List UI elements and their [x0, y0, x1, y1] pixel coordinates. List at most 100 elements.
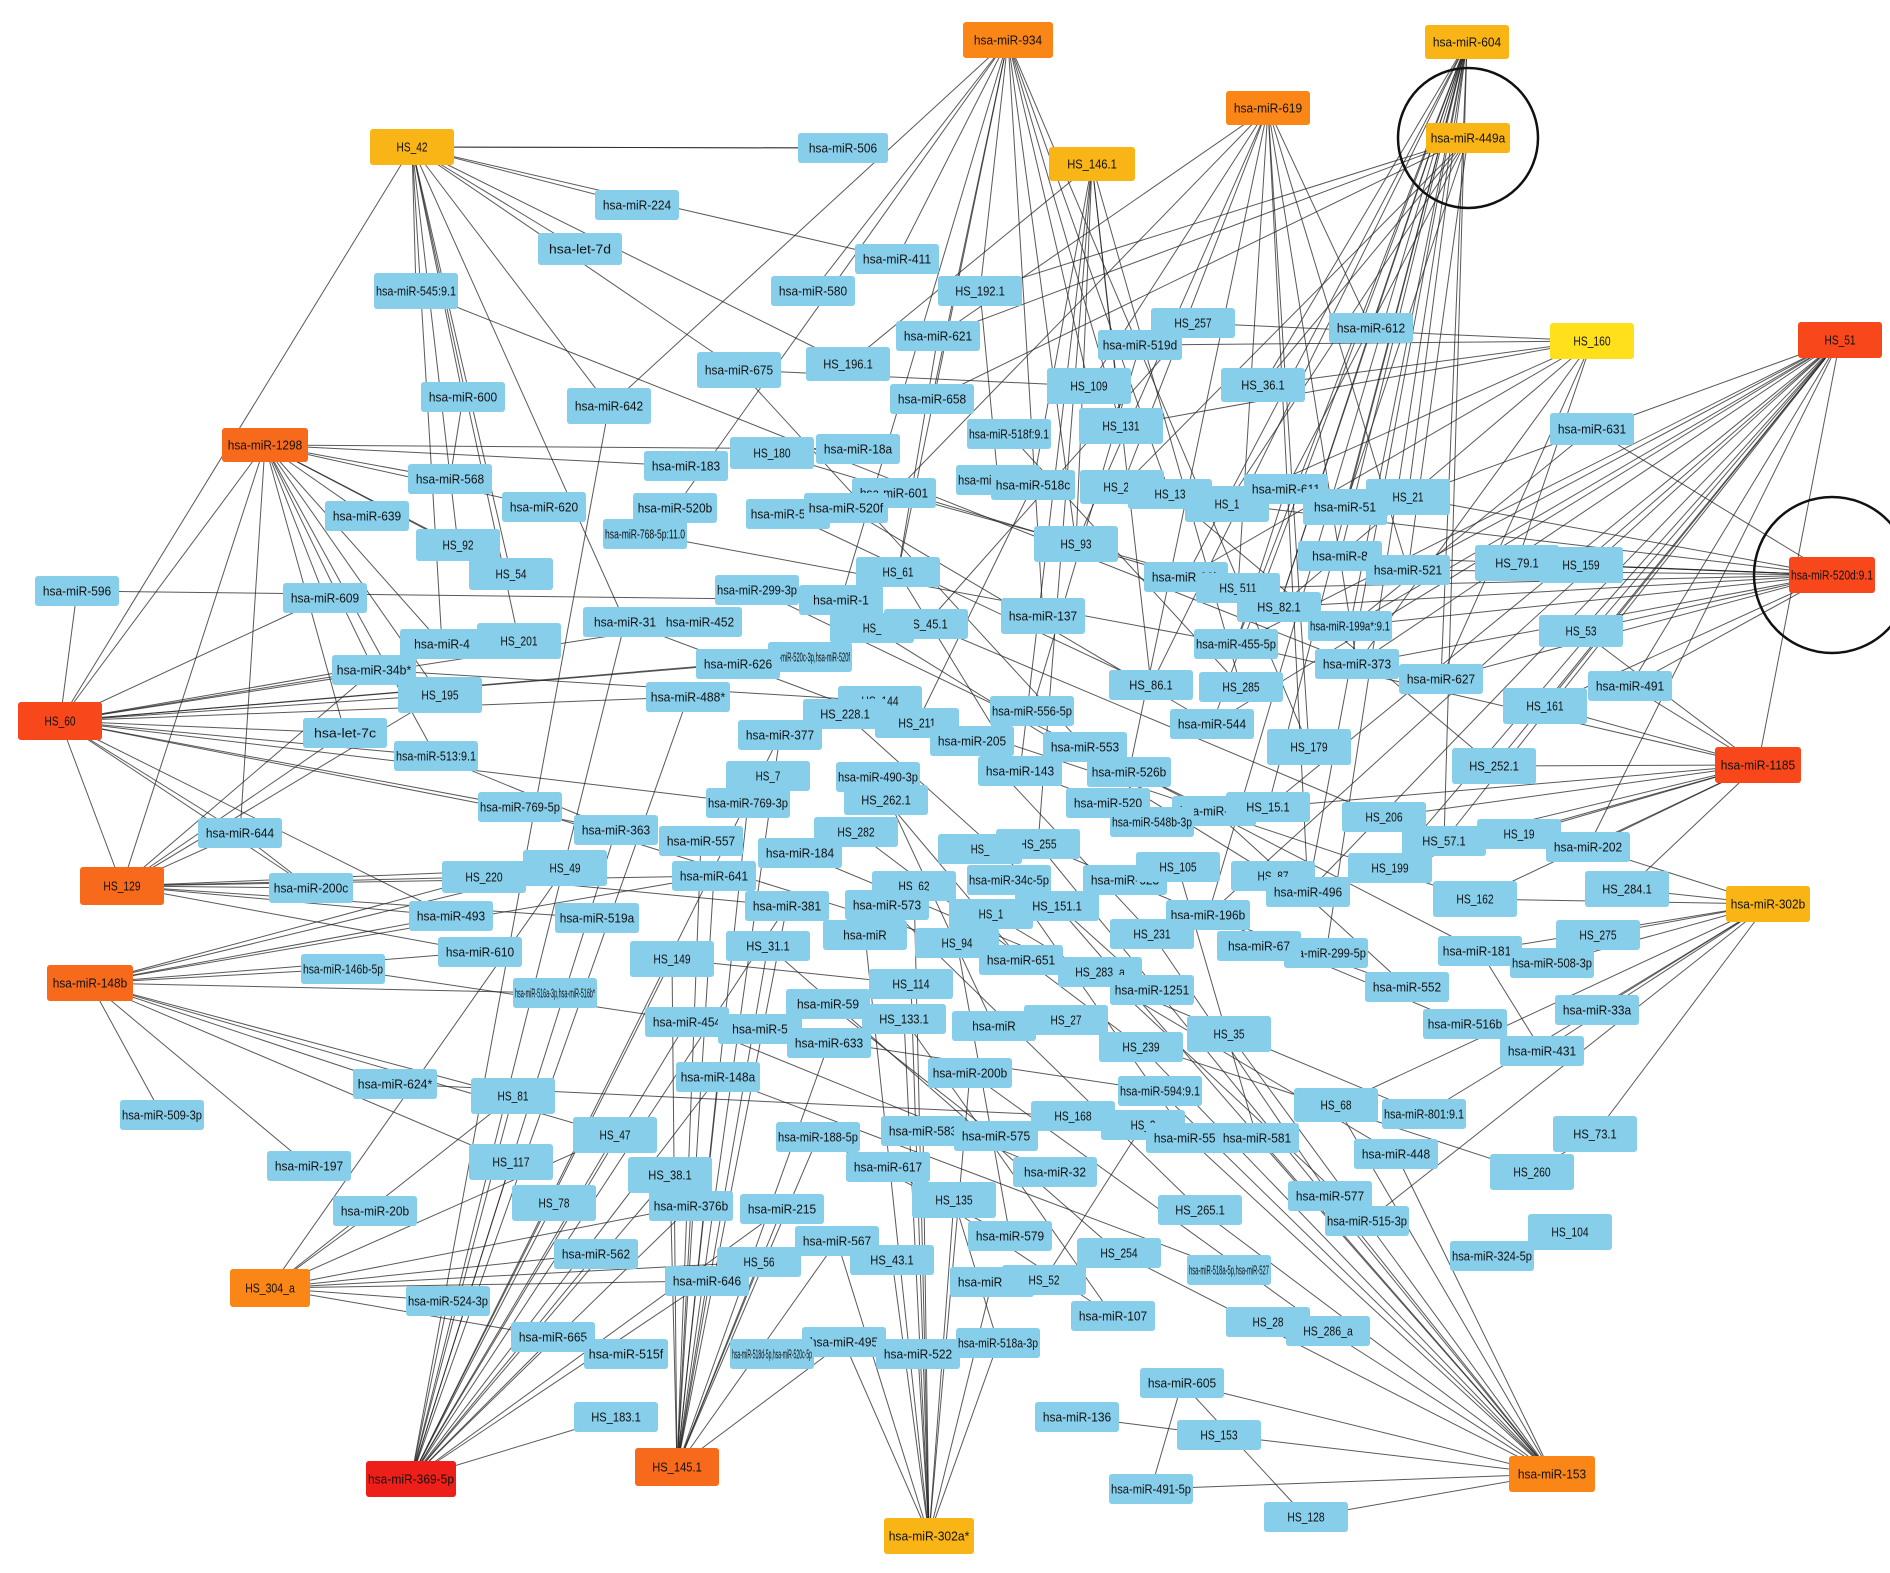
node-n91[interactable]: hsa-miR-526b [1087, 757, 1171, 787]
node-n50[interactable]: hsa-miR-596 [35, 576, 119, 606]
node-n180[interactable]: HS_38.1 [628, 1157, 712, 1193]
node-n132[interactable]: hsa-miR [823, 920, 907, 950]
node-n152[interactable]: hsa-miR-5 [718, 1014, 802, 1044]
node-n142[interactable]: hsa-miR-651 [979, 945, 1063, 975]
node-h3[interactable]: hsa-miR-619 [1226, 91, 1310, 125]
node-n210[interactable]: hsa-miR-495 [802, 1327, 886, 1357]
node-n192[interactable]: hsa-miR-567 [795, 1226, 879, 1256]
node-n92[interactable]: HS_252.1 [1452, 748, 1536, 784]
node-n51[interactable]: hsa-miR-299-3p [715, 575, 799, 605]
node-n4[interactable]: hsa-miR-411 [855, 244, 939, 274]
node-n120[interactable]: HS_199 [1348, 853, 1432, 883]
node-n14[interactable]: HS_109 [1047, 368, 1131, 404]
node-n39[interactable]: hsa-miR-639 [325, 501, 409, 531]
node-n18[interactable]: hsa-miR-658 [890, 384, 974, 414]
node-h10[interactable]: hsa-miR-520d:9.1 [1789, 557, 1875, 593]
node-h20[interactable]: hsa-miR-153 [1509, 1456, 1595, 1492]
node-n24[interactable]: hsa-miR-183 [644, 451, 728, 481]
node-n119[interactable]: hsa-miR-496 [1266, 877, 1350, 907]
node-n40[interactable]: hsa-miR-768-5p:11.0 [603, 519, 687, 549]
node-n13[interactable]: HS_196.1 [806, 347, 890, 381]
node-n44[interactable]: HS_54 [469, 558, 553, 590]
node-n204[interactable]: HS_52 [1002, 1265, 1086, 1295]
node-n17[interactable]: hsa-miR-642 [567, 388, 651, 424]
node-n67[interactable]: hsa-miR-34b* [332, 655, 416, 685]
node-n52[interactable]: hsa-miR-1 [799, 585, 883, 615]
node-n115[interactable]: hsa-miR-34c-5p [967, 865, 1051, 895]
node-n187[interactable]: hsa-miR-215 [740, 1194, 824, 1224]
node-n216[interactable]: hsa-miR-136 [1035, 1402, 1119, 1432]
node-n139[interactable]: hsa-miR-610 [438, 937, 522, 967]
node-n155[interactable]: HS_27 [1024, 1005, 1108, 1035]
node-n100[interactable]: hsa-miR-363 [574, 815, 658, 845]
node-n193[interactable]: hsa-miR-579 [968, 1221, 1052, 1251]
node-n140[interactable]: HS_149 [630, 941, 714, 977]
node-n20[interactable]: HS_131 [1079, 408, 1163, 444]
node-n172[interactable]: hsa-miR-575 [954, 1121, 1038, 1151]
node-n41[interactable]: HS_93 [1034, 526, 1118, 562]
node-n121[interactable]: hsa-miR-200c [269, 873, 353, 903]
node-n144[interactable]: hsa-miR-146b-5p [301, 954, 385, 984]
node-n145[interactable]: hsa-miR-516a-3p,hsa-miR-516b* [513, 978, 597, 1008]
node-n157[interactable]: hsa-miR-516b [1423, 1009, 1507, 1039]
node-n105[interactable]: HS_57.1 [1402, 826, 1486, 856]
node-n65[interactable]: hsa-miR-520c-3p,hsa-miR-520f [768, 642, 852, 672]
node-n3[interactable]: hsa-let-7d [538, 233, 622, 265]
node-n55[interactable]: hsa-miR-137 [1001, 598, 1085, 634]
node-n141[interactable]: HS_31.1 [726, 931, 810, 961]
node-n202[interactable]: hsa-miR-646 [665, 1266, 749, 1296]
node-n88[interactable]: HS_7 [726, 761, 810, 791]
node-n35[interactable]: hsa-miR-520b [633, 493, 717, 523]
node-n10[interactable]: hsa-miR-621 [896, 321, 980, 351]
node-n200[interactable]: hsa-miR-518a-5p,hsa-miR-527 [1187, 1255, 1271, 1285]
node-n153[interactable]: HS_133.1 [862, 1004, 946, 1034]
node-n47[interactable]: hsa-miR-521 [1366, 555, 1450, 585]
node-n112[interactable]: HS_49 [523, 850, 607, 886]
node-n87[interactable]: hsa-miR-513:9.1 [394, 741, 478, 771]
node-n2[interactable]: hsa-miR-224 [595, 190, 679, 220]
node-n72[interactable]: HS_195 [398, 677, 482, 713]
node-n186[interactable]: hsa-miR-376b [649, 1191, 733, 1221]
node-n206[interactable]: hsa-miR-107 [1071, 1301, 1155, 1331]
node-n135[interactable]: hsa-miR-67 [1217, 931, 1301, 961]
node-n64[interactable]: HS_ [830, 613, 914, 643]
node-n7[interactable]: hsa-miR-545:9.1 [374, 273, 458, 309]
node-n127[interactable]: HS_162 [1433, 881, 1517, 917]
node-n201[interactable]: hsa-miR-324-5p [1450, 1241, 1534, 1271]
node-n15[interactable]: HS_36.1 [1221, 368, 1305, 402]
node-n69[interactable]: hsa-miR-373 [1315, 649, 1399, 679]
node-n134[interactable]: hsa-miR-299-5p [1284, 938, 1368, 968]
node-n160[interactable]: hsa-miR-431 [1500, 1036, 1584, 1066]
node-n156[interactable]: HS_35 [1187, 1016, 1271, 1052]
node-n9[interactable]: hsa-miR-612 [1329, 313, 1413, 343]
node-n5[interactable]: hsa-miR-580 [771, 276, 855, 306]
node-n75[interactable]: hsa-miR-556-5p [990, 696, 1074, 726]
node-n71[interactable]: hsa-miR-491 [1588, 671, 1672, 701]
node-n124[interactable]: HS_1 [949, 899, 1033, 929]
node-n62[interactable]: hsa-miR-4 [400, 629, 484, 659]
node-n169[interactable]: HS_47 [573, 1117, 657, 1153]
node-n106[interactable]: HS_19 [1477, 819, 1561, 849]
node-n177[interactable]: HS_73.1 [1553, 1116, 1637, 1152]
node-n22[interactable]: hsa-miR-18a [816, 434, 900, 464]
node-n45[interactable]: HS_61 [856, 557, 940, 587]
node-n43[interactable]: HS_92 [416, 529, 500, 561]
node-n170[interactable]: hsa-miR-188-5p [776, 1122, 860, 1152]
node-n217[interactable]: HS_183.1 [574, 1402, 658, 1432]
node-n49[interactable]: HS_159 [1539, 547, 1623, 583]
node-n211[interactable]: hsa-miR-515f [584, 1339, 668, 1369]
node-n79[interactable]: HS_228.1 [803, 699, 887, 729]
node-n208[interactable]: HS_286_a [1286, 1316, 1370, 1346]
node-h13[interactable]: HS_129 [80, 867, 164, 905]
node-n28[interactable]: hsa-miR-518c [991, 470, 1075, 500]
node-n57[interactable]: hsa-miR-31 [583, 607, 667, 637]
node-h7[interactable]: HS_160 [1550, 323, 1634, 359]
node-n122[interactable]: hsa-miR-381 [745, 891, 829, 921]
node-n111[interactable]: HS_220 [442, 861, 526, 893]
node-n61[interactable]: hsa-miR-199a*:9.1 [1308, 611, 1392, 641]
node-n109[interactable]: hsa-miR-184 [758, 838, 842, 868]
node-n219[interactable]: hsa-miR-491-5p [1109, 1474, 1193, 1504]
node-n171[interactable]: hsa-miR-583 [881, 1116, 965, 1146]
node-n129[interactable]: hsa-miR-493 [409, 901, 493, 931]
node-n147[interactable]: hsa-miR-59 [786, 989, 870, 1019]
